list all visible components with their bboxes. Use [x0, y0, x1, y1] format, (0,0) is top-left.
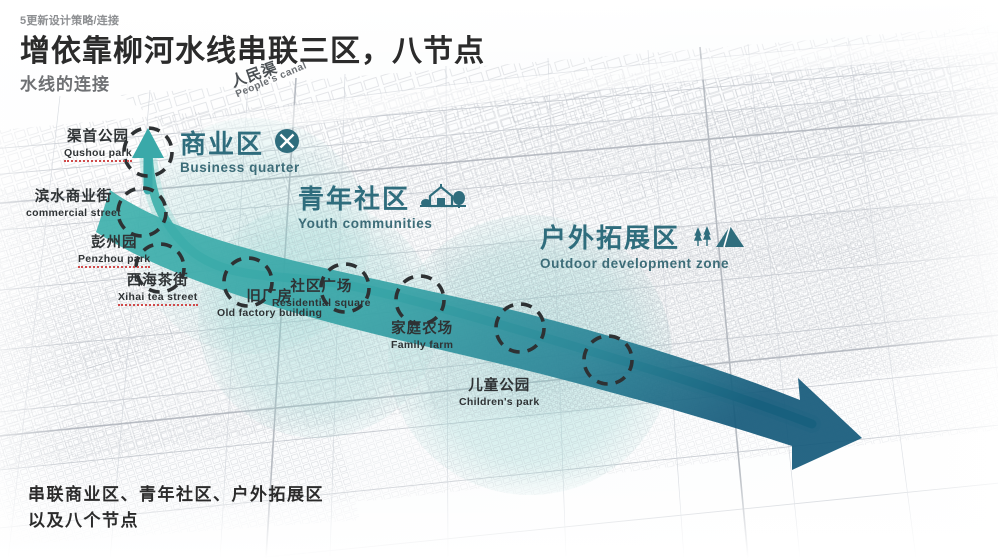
summary-caption: 串联商业区、青年社区、户外拓展区 以及八个节点: [28, 482, 324, 534]
node-label-childrens-cn: 儿童公园: [468, 378, 531, 394]
node-marker-residential: [394, 274, 446, 326]
node-label-xihai-cn: 西海茶街: [126, 273, 189, 289]
node-marker-familyfarm: [494, 302, 546, 354]
node-label-childrens: 儿童公园 Children's park: [459, 377, 540, 409]
node-marker-oldfactory: [319, 262, 371, 314]
zone-label-outdoor-en: Outdoor development zone: [540, 256, 730, 271]
node-marker-waterfront: [116, 186, 168, 238]
node-label-childrens-en: Children's park: [459, 396, 540, 408]
node-label-residential: 社区广场 Residential square: [272, 278, 371, 310]
summary-caption-line2: 以及八个节点: [28, 511, 139, 530]
node-label-oldfactory-en: Old factory building: [217, 307, 323, 319]
node-label-penzhou-en: Penzhou park: [78, 253, 151, 268]
node-label-familyfarm-cn: 家庭农场: [391, 321, 454, 337]
zone-label-youth: 青年社区 Youth communities: [298, 182, 467, 231]
breadcrumb-kicker: 5更新设计策略/连接: [20, 15, 120, 27]
summary-caption-line1: 串联商业区、青年社区、户外拓展区: [28, 485, 324, 504]
node-label-qushou-en: Qushou park: [64, 147, 133, 162]
node-label-residential-cn: 社区广场: [290, 279, 353, 295]
crossed-circle-icon: [274, 128, 300, 159]
node-label-residential-en: Residential square: [272, 297, 371, 309]
node-label-familyfarm-en: Family farm: [391, 339, 454, 351]
node-marker-xihai: [222, 256, 274, 308]
zone-label-business: 商业区 Business quarter: [180, 128, 300, 175]
node-label-qushou: 渠首公园 Qushou park: [64, 128, 133, 162]
house-tree-icon: [420, 182, 467, 215]
node-label-qushou-cn: 渠首公园: [67, 129, 130, 145]
node-label-waterfront: 滨水商业街 commercial street: [26, 188, 121, 220]
zone-label-youth-cn: 青年社区: [298, 183, 411, 214]
node-label-oldfactory-cn: 旧厂房: [246, 289, 293, 305]
zone-label-business-en: Business quarter: [180, 160, 300, 175]
node-markers: [116, 126, 634, 386]
node-label-oldfactory: 旧厂房 Old factory building: [217, 288, 322, 320]
node-label-penzhou: 彭州园 Penzhou park: [78, 234, 151, 268]
node-label-waterfront-en: commercial street: [26, 207, 121, 219]
water-line-start-arrow: [132, 128, 164, 195]
node-marker-childrens: [582, 334, 634, 386]
zone-label-outdoor: 户外拓展区 Outdoor development zone: [540, 220, 746, 271]
node-label-waterfront-cn: 滨水商业街: [34, 189, 113, 205]
flow-arrow: [96, 190, 862, 470]
node-label-familyfarm: 家庭农场 Family farm: [391, 320, 453, 352]
page-subtitle: 水线的连接: [20, 75, 110, 94]
node-marker-qushou: [122, 126, 174, 178]
node-label-penzhou-cn: 彭州园: [90, 235, 138, 251]
node-label-xihai: 西海茶街 Xihai tea street: [118, 272, 198, 306]
node-label-xihai-en: Xihai tea street: [118, 291, 198, 306]
zone-label-youth-en: Youth communities: [298, 216, 433, 231]
node-marker-penzhou: [134, 242, 186, 294]
page-title: 增依靠柳河水线串联三区，八节点: [20, 35, 485, 68]
tent-trees-icon: [690, 220, 746, 255]
zone-label-outdoor-cn: 户外拓展区: [540, 222, 681, 253]
zone-label-business-cn: 商业区: [180, 128, 265, 159]
